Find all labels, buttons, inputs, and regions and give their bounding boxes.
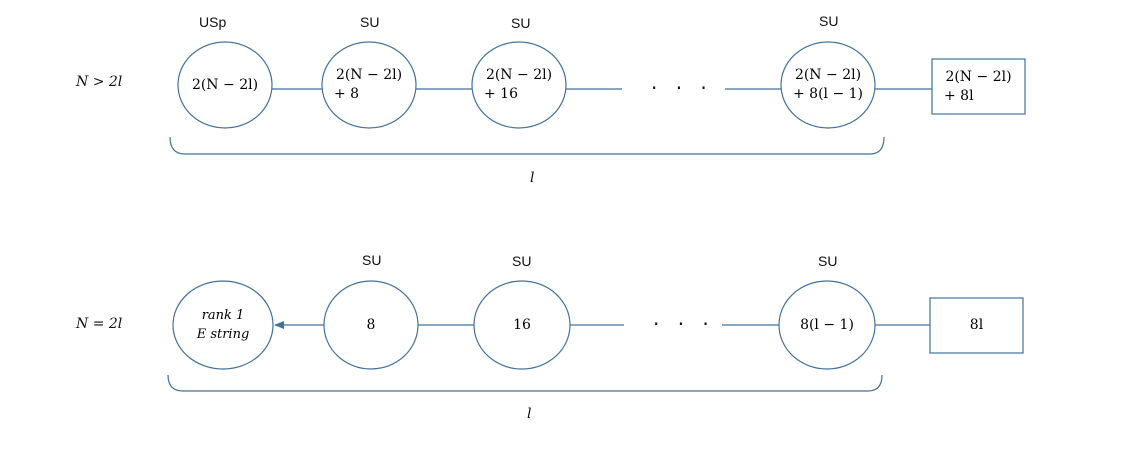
- top-flavor-box: [931, 58, 1026, 115]
- bottom-brace: [167, 374, 883, 392]
- bottom-chain: [167, 280, 1024, 392]
- top-node-su-2: [471, 41, 567, 129]
- bottom-flavor-label: 8l: [930, 298, 1023, 353]
- top-chain: [169, 41, 1026, 155]
- top-node-usp: [177, 41, 273, 129]
- top-group-label-su-1: SU: [360, 14, 380, 30]
- bottom-node-su-1-value: 8: [366, 316, 376, 333]
- top-group-label-su-last: SU: [819, 13, 839, 29]
- bottom-group-label-su-2: SU: [512, 253, 532, 269]
- bottom-node-su-last-label: 8(l − 1): [779, 281, 875, 369]
- top-node-su-2-line2: + 16: [484, 86, 518, 102]
- top-flavor-line1: 2(N − 2l): [945, 68, 1012, 85]
- top-node-su-last-label: 2(N − 2l) + 8(l − 1): [781, 42, 875, 128]
- bottom-node-su-2-value: 16: [513, 316, 531, 333]
- top-node-su-1-line1: 2(N − 2l): [335, 67, 403, 83]
- top-flavor-line2: + 8l: [944, 87, 974, 104]
- top-node-su-1-line2: + 8: [334, 86, 360, 102]
- top-flavor-label: 2(N − 2l) + 8l: [932, 59, 1025, 114]
- bottom-node-su-1-label: 8: [324, 281, 418, 369]
- top-group-label-su-2: SU: [511, 15, 531, 31]
- bottom-group-label-su-last: SU: [818, 253, 838, 269]
- top-node-usp-label: 2(N − 2l): [178, 42, 272, 128]
- top-node-su-last: [780, 41, 876, 129]
- top-node-su-last-line2: + 8(l − 1): [792, 86, 864, 102]
- top-ellipsis: · · ·: [651, 76, 713, 100]
- top-node-su-2-label: 2(N − 2l) + 16: [472, 42, 566, 128]
- bottom-condition: N = 2l: [76, 316, 123, 332]
- top-node-su-1: [321, 41, 417, 129]
- bottom-estring-line1: rank 1: [201, 308, 245, 323]
- bottom-estring-label: rank 1 E string: [173, 281, 273, 369]
- top-condition: N > 2l: [76, 74, 123, 90]
- bottom-group-label-su-1: SU: [362, 252, 382, 268]
- top-node-su-last-line1: 2(N − 2l): [794, 67, 862, 83]
- bottom-node-su-2-label: 16: [474, 281, 570, 369]
- top-brace-label: l: [530, 170, 535, 186]
- top-node-su-1-label: 2(N − 2l) + 8: [322, 42, 416, 128]
- bottom-node-su-last-value: 8(l − 1): [800, 316, 854, 333]
- bottom-brace-label: l: [527, 406, 532, 422]
- bottom-flavor-value: 8l: [969, 317, 984, 333]
- bottom-node-estring: [172, 280, 274, 370]
- top-brace: [169, 136, 885, 155]
- top-group-label-usp: USp: [199, 14, 227, 30]
- bottom-estring-line2: E string: [196, 327, 250, 342]
- bottom-ellipsis: · · ·: [653, 312, 715, 336]
- top-node-su-2-line1: 2(N − 2l): [485, 67, 553, 83]
- top-node-usp-line1: 2(N − 2l): [191, 76, 259, 93]
